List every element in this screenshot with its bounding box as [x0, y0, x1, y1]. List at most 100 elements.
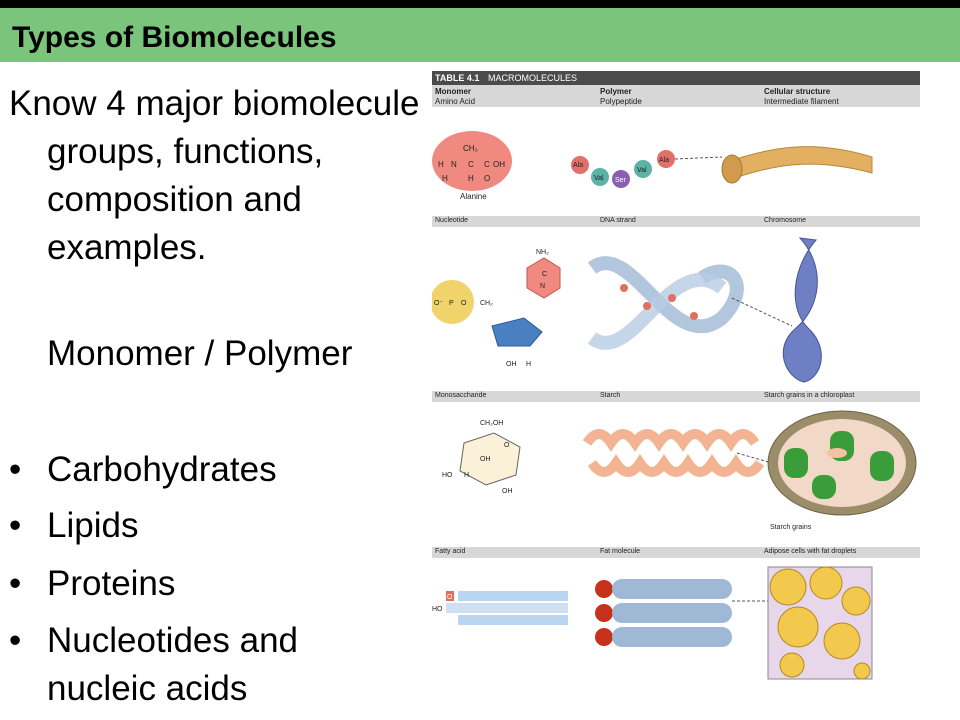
- starch-chain: [582, 429, 760, 453]
- base-c: C: [542, 271, 547, 278]
- row-structure-label: Adipose cells with fat droplets: [764, 548, 857, 555]
- glucose-oh: OH: [480, 456, 491, 463]
- bullet-dot: •: [9, 450, 22, 489]
- chain-bead: [591, 168, 609, 186]
- fat-droplet: [779, 652, 805, 678]
- alanine-label: Alanine: [460, 192, 487, 201]
- chain-bead: [634, 160, 652, 178]
- phosphate-ch2: CH₂: [480, 300, 493, 307]
- carboxyl-ho: HO: [432, 606, 443, 613]
- base-pair-dot: [620, 284, 628, 292]
- header-structure: Cellular structure: [764, 87, 831, 96]
- bead-label: Val: [637, 167, 647, 174]
- row-monomer-label: Amino Acid: [435, 97, 476, 106]
- starch-grains-callout: Starch grains: [770, 524, 812, 531]
- slide-title: Types of Biomolecules: [12, 21, 337, 54]
- fat-droplet: [853, 662, 871, 680]
- carbohydrate-row-illustration: CH₂OH O OH H HO OH Starch grains: [442, 410, 917, 531]
- lipid-row-illustration: O HO: [432, 566, 873, 680]
- base-n: N: [540, 283, 545, 290]
- starch-grain: [827, 448, 847, 458]
- row-monomer-label: Nucleotide: [435, 217, 469, 224]
- alanine-c2: C: [484, 160, 490, 169]
- glucose-h: H: [464, 472, 469, 479]
- row-labels-monosaccharide: Monosaccharide Starch Starch grains in a…: [432, 391, 920, 402]
- h-row-top: [458, 591, 568, 601]
- chain-bead: [612, 170, 630, 188]
- zoom-line: [674, 156, 723, 160]
- alanine-blob: [432, 131, 512, 191]
- monomer-polymer-line: Monomer / Polymer: [47, 334, 353, 373]
- glucose-ho: HO: [442, 472, 453, 479]
- fat-droplet: [769, 568, 807, 606]
- dna-strand-a: [587, 256, 744, 334]
- alanine-o: O: [484, 174, 490, 183]
- row-structure-label: Starch grains in a chloroplast: [764, 392, 855, 399]
- bullet-text: Proteins: [47, 564, 176, 603]
- glycerol-oxygen: [595, 604, 613, 622]
- chain-bead: [657, 150, 675, 168]
- alanine-h: H: [438, 160, 444, 169]
- thylakoid-stack: [870, 451, 894, 481]
- alanine-c: C: [468, 160, 474, 169]
- glucose-o: O: [504, 442, 510, 449]
- row-labels-nucleotide: Nucleotide DNA strand Chromosome: [432, 216, 920, 227]
- row-structure-label: Intermediate filament: [764, 97, 839, 106]
- top-border: [0, 0, 960, 8]
- phosphate-group: [432, 280, 474, 324]
- fat-tail: [612, 603, 732, 623]
- filament-end: [721, 154, 743, 184]
- row-polymer-label: Starch: [600, 392, 621, 399]
- chloroplast-stroma: [778, 419, 906, 507]
- protein-row-illustration: CH₃ H N C C OH H H O Alanine Ala Val Ser…: [432, 131, 873, 201]
- chromosome: [782, 237, 822, 383]
- intermediate-filament: [726, 146, 873, 180]
- table-name: MACROMOLECULES: [488, 73, 578, 83]
- alanine-ch3: CH₃: [463, 144, 478, 153]
- row-monomer-label: Fatty acid: [435, 548, 466, 555]
- base-ring: [526, 257, 561, 299]
- table-title-bar: TABLE 4.1 MACROMOLECULES: [432, 71, 920, 85]
- bead-label: Ala: [573, 162, 583, 169]
- dna-strand-b: [587, 272, 727, 350]
- alanine-h2: H: [442, 174, 448, 183]
- bullet-text: Nucleotides and nucleic acids: [47, 621, 298, 708]
- fatty-acid-backbone: [446, 603, 568, 613]
- sugar-h: H: [526, 361, 531, 368]
- row-labels-fatty-acid: Fatty acid Fat molecule Adipose cells wi…: [432, 547, 920, 558]
- alanine-n: N: [451, 160, 457, 169]
- row-polymer-label: Fat molecule: [600, 548, 641, 555]
- zoom-line: [731, 297, 793, 327]
- row-polymer-label: DNA strand: [600, 217, 636, 224]
- fat-tail: [612, 627, 732, 647]
- table-column-headers: Monomer Polymer Cellular structure Amino…: [432, 85, 920, 107]
- bead-label: Ala: [659, 157, 669, 164]
- fat-droplet: [809, 566, 843, 600]
- row-polymer-label: Polypeptide: [600, 97, 642, 106]
- glucose-oh2: OH: [502, 488, 513, 495]
- header-polymer: Polymer: [600, 87, 632, 96]
- fat-droplet: [777, 606, 819, 648]
- table-label: TABLE 4.1: [435, 73, 480, 83]
- alanine-oh: OH: [493, 160, 505, 169]
- intro-text: Know 4 major biomolecule groups, functio…: [9, 84, 420, 267]
- row-monomer-label: Monosaccharide: [435, 392, 487, 399]
- phosphate-o: O: [461, 300, 467, 307]
- sugar-oh: OH: [506, 361, 517, 368]
- sugar-ring: [491, 317, 543, 347]
- thylakoid-stack: [784, 448, 808, 478]
- glucose-ring: [459, 432, 521, 486]
- base-pair-dot: [668, 294, 676, 302]
- base-pair-dot: [690, 312, 698, 320]
- bullet-text: Carbohydrates: [47, 450, 277, 489]
- chain-bead: [571, 156, 589, 174]
- base-pair-dot: [643, 302, 651, 310]
- bead-label: Val: [594, 175, 604, 182]
- bead-label: Ser: [615, 177, 627, 184]
- alanine-h3: H: [468, 174, 474, 183]
- glucose-ch2oh: CH₂OH: [480, 420, 503, 427]
- glycerol-oxygen: [595, 628, 613, 646]
- header-monomer: Monomer: [435, 87, 471, 96]
- carboxyl-o: [446, 591, 454, 601]
- phosphate-p: P: [449, 300, 454, 307]
